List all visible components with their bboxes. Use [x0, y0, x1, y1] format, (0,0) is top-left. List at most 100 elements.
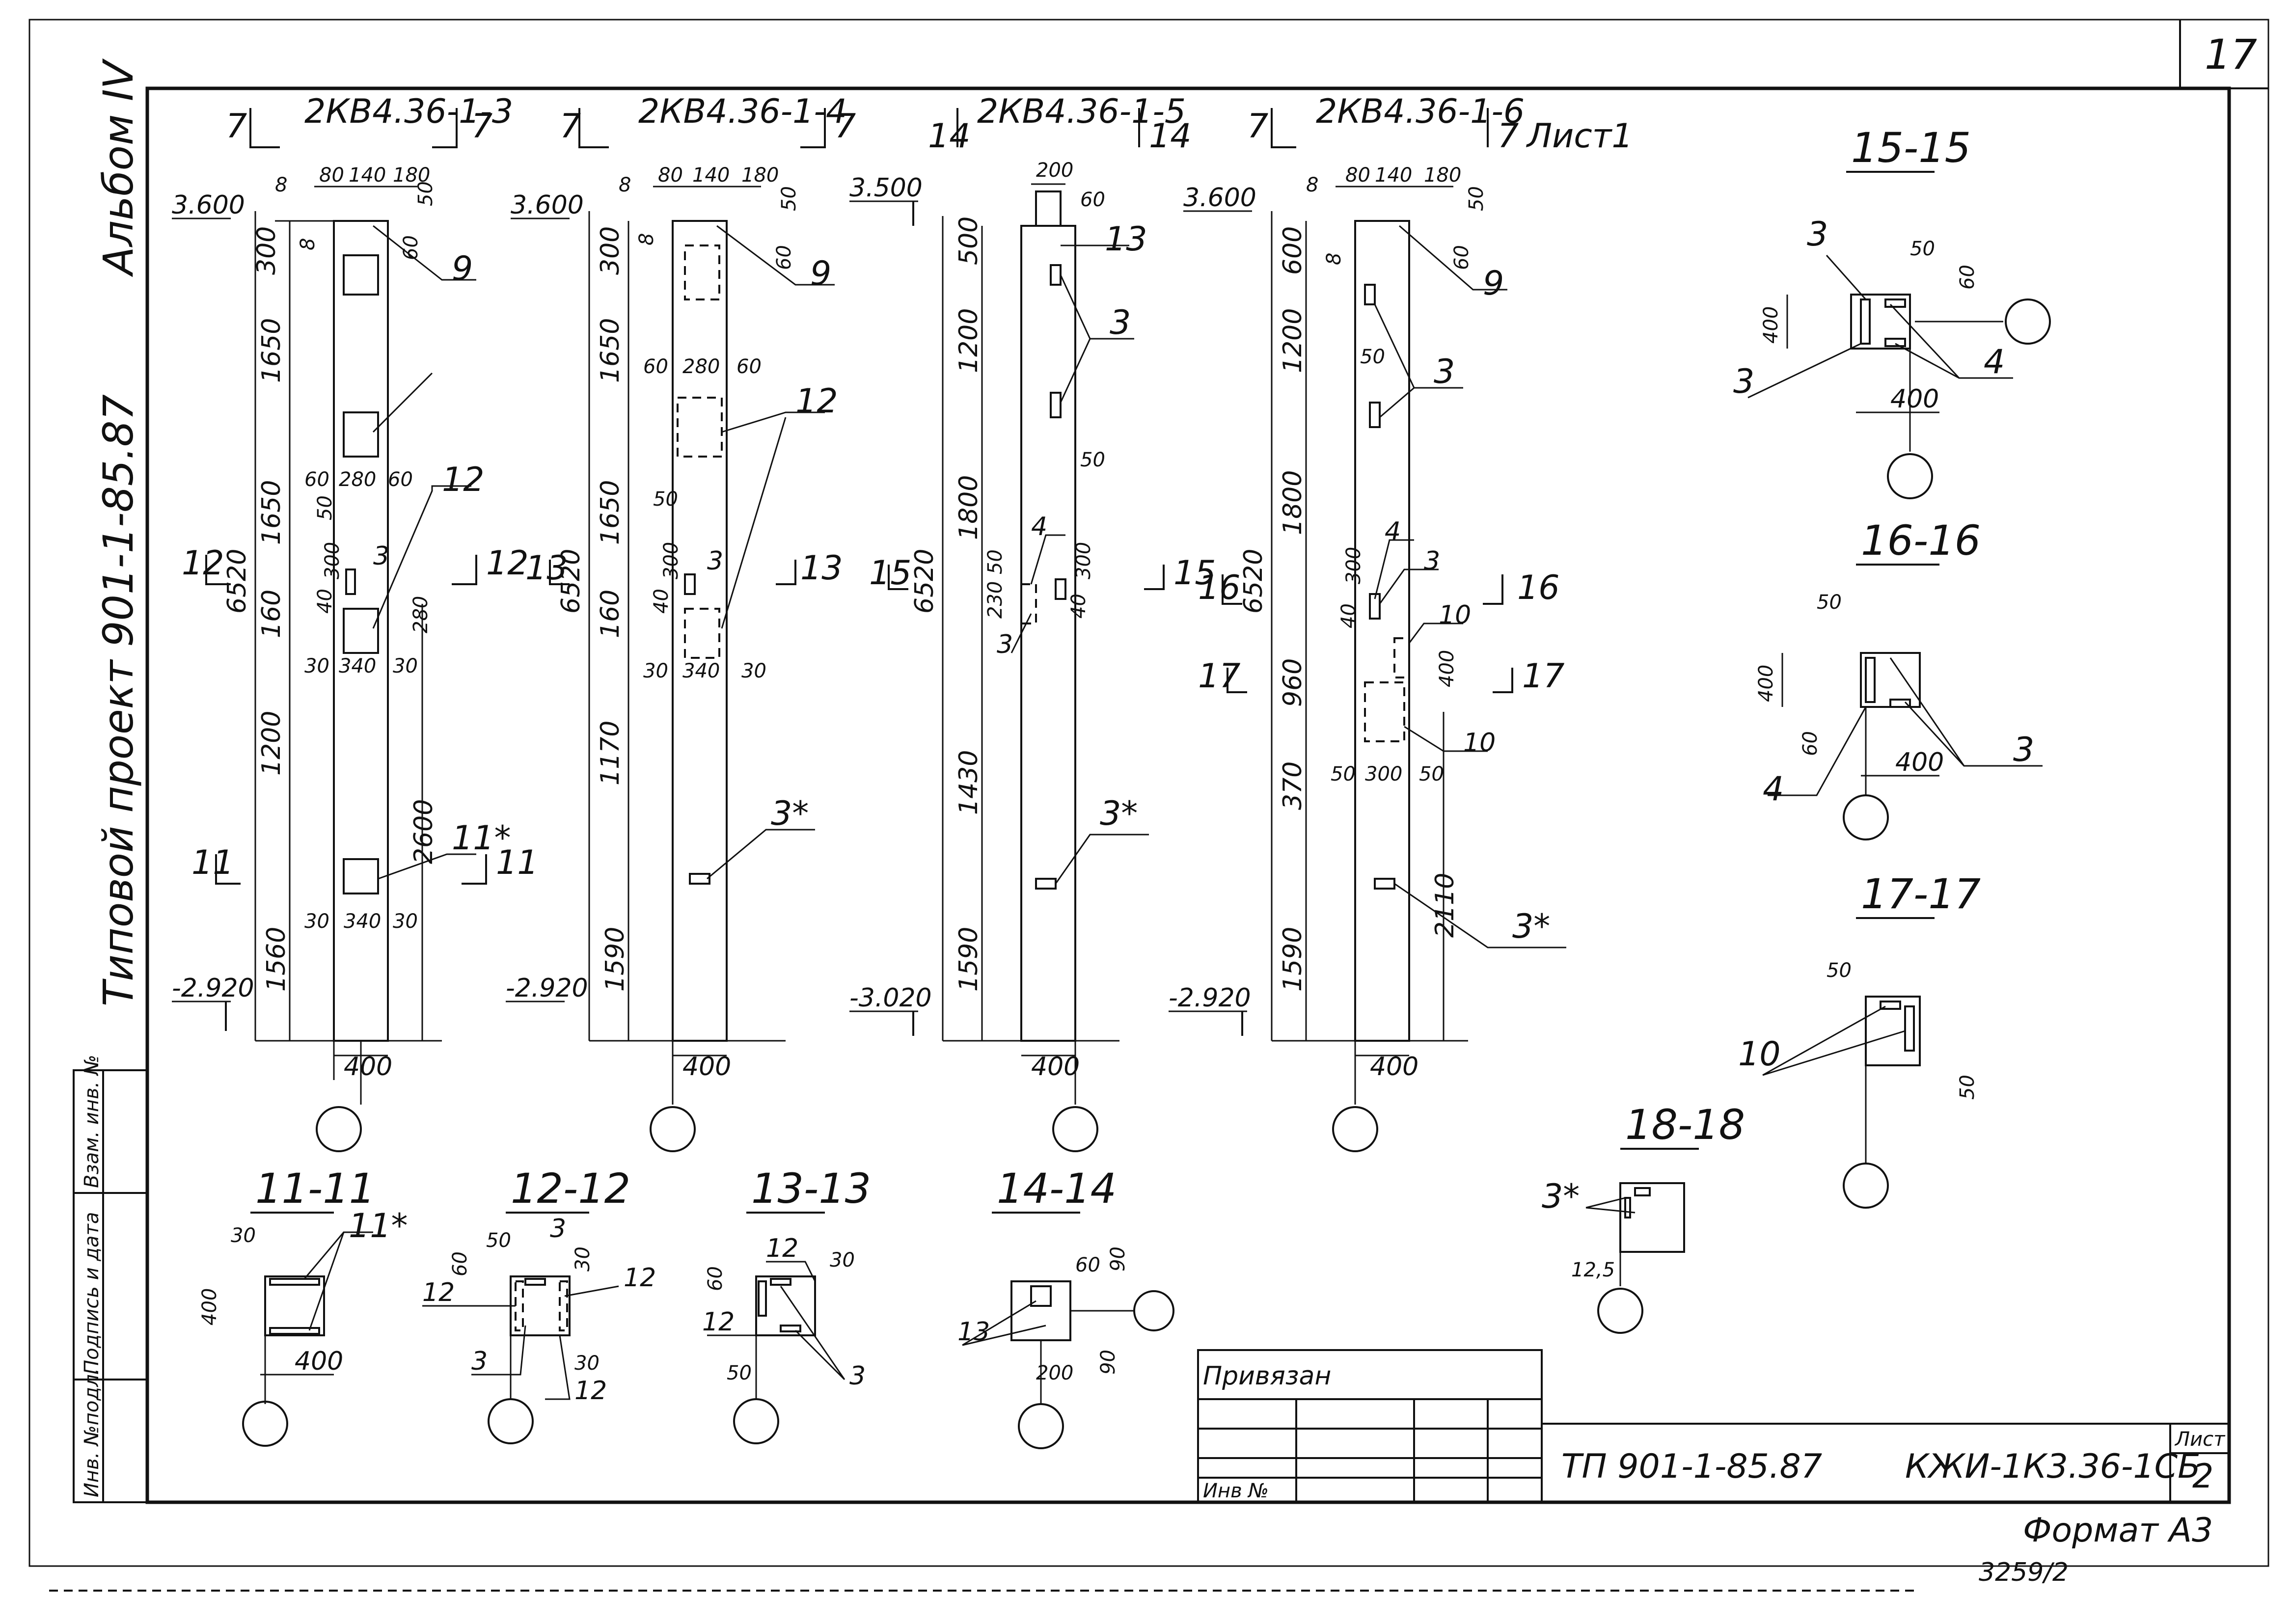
cut-mark: 12 [182, 544, 224, 583]
dim-text: 60 [773, 245, 795, 270]
label-callout: 3 [550, 1214, 566, 1244]
dim-text: 400 [1760, 306, 1782, 344]
dim-text: 1560 [262, 927, 291, 992]
dim-text: 400 [1436, 650, 1458, 687]
dim-text: 50 [778, 186, 800, 211]
label-callout: 10 [1738, 1035, 1781, 1074]
label-callout: 10 [1439, 600, 1471, 630]
dim-text: 400 [1890, 384, 1939, 414]
attached-label: Привязан [1203, 1361, 1331, 1391]
embedded-plate [1050, 392, 1062, 418]
dim-text: 60 [388, 468, 413, 491]
dim-text: 1200 [954, 308, 983, 373]
label-callout: 4 [1031, 512, 1047, 541]
section-17-17: 17-17 50 50 10 [1738, 870, 1981, 1209]
dim-text: 340 [344, 910, 381, 933]
embedded-plate [684, 608, 720, 659]
dim-text: 40 [650, 589, 673, 614]
column-body [1354, 220, 1410, 1042]
label-callout: 9 [810, 254, 831, 293]
dim-text: 280 [682, 355, 720, 378]
dim-text: 30 [741, 660, 766, 682]
label-callout: 9 [1483, 264, 1504, 303]
label-callout: 13 [957, 1317, 990, 1347]
section-title: 11-11 [255, 1164, 375, 1213]
dim-text: 30 [572, 1246, 594, 1272]
dim-text: 370 [1278, 761, 1308, 810]
axis-bubble [1332, 1106, 1378, 1152]
level-bottom: -2.920 [506, 974, 588, 1003]
column-body [1020, 225, 1076, 1042]
cut-mark: 15 [869, 554, 912, 593]
label-callout: 3 [1434, 352, 1455, 391]
dim-text: 400 [1031, 1052, 1080, 1082]
dim-text: 60 [1075, 1254, 1100, 1276]
album-label: Альбом IV [94, 58, 142, 277]
label-callout: 3 [1110, 303, 1131, 342]
label-callout: 12 [795, 382, 838, 421]
dim-text: 1650 [596, 480, 625, 545]
stamp-replace-label: Взам. инв. № [81, 1055, 103, 1188]
dim-text: 30 [574, 1352, 600, 1375]
dim-text: 60 [1956, 265, 1979, 290]
dim-text: 8 [1323, 253, 1345, 265]
dim-text: 1200 [1278, 308, 1308, 373]
cut-mark: 11 [496, 843, 539, 882]
section-title: 12-12 [511, 1164, 630, 1213]
dim-text: 50 [1419, 763, 1444, 785]
dim-text: 180 [741, 164, 779, 187]
label-callout: 3 [849, 1361, 866, 1391]
column-2kv4-36-1-3: 2КВ4.36-1-3 7 7 300 1650 1650 160 1200 1… [172, 92, 539, 1152]
dim-text: 50 [1331, 763, 1356, 785]
dim-text: 30 [393, 655, 418, 677]
dim-text: 30 [393, 910, 418, 933]
dim-text: 12,5 [1571, 1259, 1615, 1281]
inv-label: Инв № [1203, 1480, 1269, 1502]
sheet-number: 2 [2192, 1457, 2213, 1496]
cut-mark: 11 [191, 843, 234, 882]
embedded-plate [1374, 878, 1395, 890]
label-callout: 12 [442, 460, 485, 499]
axis-bubble [1843, 794, 1889, 840]
section-16-16: 16-16 50 400 60 400 4 3 [1755, 516, 2043, 840]
section-18-18: 18-18 12,5 3* [1542, 1101, 1745, 1334]
dim-text: 1800 [954, 475, 983, 540]
dim-text: 1800 [1278, 470, 1308, 535]
cut-mark: 13 [800, 549, 843, 588]
dim-text: 60 [1799, 731, 1822, 756]
title-block: ТП 901-1-85.87 КЖИ-1К3.36-1СБ Лист 2 [1541, 1423, 2230, 1503]
dim-text: 300 [1342, 547, 1365, 584]
dim-text: 80 [319, 164, 344, 187]
dim-text: 50 [984, 549, 1007, 574]
outer-border [28, 19, 2269, 1567]
embedded-plate [343, 608, 379, 654]
column-mark: 2КВ4.36-1-5 [977, 92, 1186, 131]
axis-bubble [316, 1106, 362, 1152]
cut-mark: 16 [1198, 568, 1241, 607]
drawing-code: КЖИ-1К3.36-1СБ [1905, 1447, 2201, 1486]
dim-text: 60 [643, 355, 668, 378]
dim-text: 50 [1827, 959, 1852, 982]
embedded-plate [684, 244, 720, 300]
dim-text: 400 [682, 1052, 731, 1082]
dim-text: 1590 [1278, 927, 1308, 992]
dim-text: 340 [339, 655, 376, 677]
dim-text: 1590 [954, 927, 983, 992]
sheet-reference: Лист1 [1526, 117, 1633, 156]
label-callout: 3 [373, 541, 389, 571]
dim-text: 280 [339, 468, 376, 491]
dim-text: 80 [1345, 164, 1370, 187]
label-callout: 12 [574, 1376, 607, 1406]
format-label: Формат А3 [2023, 1511, 2213, 1550]
sheet-label: Лист [2174, 1428, 2226, 1451]
label-callout: 11* [349, 1207, 408, 1245]
section-title: 16-16 [1861, 516, 1981, 565]
level-top: 3.600 [172, 190, 245, 220]
section-mark: 7 [1247, 107, 1268, 146]
section-mark: 7 [560, 107, 581, 146]
dim-text: 60 [449, 1251, 471, 1276]
attached-block: Привязан Инв № [1197, 1349, 1543, 1503]
embedded-plate [1364, 681, 1405, 742]
dim-text: 90 [1107, 1246, 1129, 1272]
